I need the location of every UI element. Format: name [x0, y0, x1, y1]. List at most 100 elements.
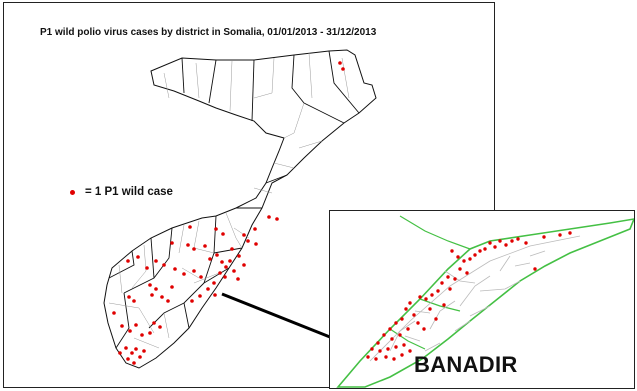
case-point	[398, 333, 402, 337]
case-point	[542, 235, 546, 239]
banadir-streets	[369, 235, 581, 362]
case-point	[394, 345, 398, 349]
case-point	[199, 275, 203, 279]
case-point	[236, 277, 240, 281]
case-point	[386, 347, 390, 351]
case-point	[510, 239, 514, 243]
case-point	[228, 259, 232, 263]
case-point	[142, 349, 146, 353]
case-point	[254, 242, 258, 246]
case-point	[374, 357, 378, 361]
case-point	[237, 254, 241, 258]
case-point	[148, 283, 152, 287]
case-point	[378, 349, 382, 353]
case-point	[215, 253, 219, 257]
banadir-map	[336, 215, 634, 388]
case-point	[120, 324, 124, 328]
case-point	[338, 61, 342, 65]
case-point	[458, 267, 462, 271]
case-point	[430, 293, 434, 297]
case-point	[182, 272, 186, 276]
case-point	[223, 275, 227, 279]
case-point	[203, 244, 207, 248]
case-point	[428, 307, 432, 311]
case-point	[390, 337, 394, 341]
case-point	[412, 313, 416, 317]
case-point	[568, 231, 572, 235]
case-point	[173, 267, 177, 271]
case-point	[220, 260, 224, 264]
case-point	[516, 237, 520, 241]
case-point	[214, 227, 218, 231]
case-point	[124, 346, 128, 350]
banadir-outline	[336, 218, 634, 388]
case-point	[126, 259, 130, 263]
case-point	[221, 232, 225, 236]
case-points	[112, 61, 345, 365]
map-title: P1 wild polio virus cases by district in…	[40, 27, 377, 38]
case-point	[206, 287, 210, 291]
case-point	[440, 281, 444, 285]
district-boundaries	[108, 52, 350, 349]
case-point	[158, 325, 162, 329]
case-point	[198, 294, 202, 298]
case-point	[341, 67, 345, 71]
case-point	[186, 243, 190, 247]
case-point	[376, 341, 380, 345]
case-point	[400, 317, 404, 321]
case-point	[148, 331, 152, 335]
case-point	[230, 247, 234, 251]
case-point	[118, 351, 122, 355]
case-point	[170, 285, 174, 289]
case-point	[388, 327, 392, 331]
case-point	[400, 353, 404, 357]
case-point	[404, 307, 408, 311]
case-point	[188, 225, 192, 229]
case-point	[160, 295, 164, 299]
case-point	[394, 321, 398, 325]
case-point	[267, 215, 271, 219]
case-point	[132, 299, 136, 303]
case-point	[408, 301, 412, 305]
case-point	[483, 247, 487, 251]
case-point	[436, 289, 440, 293]
case-point	[488, 241, 492, 245]
case-point	[213, 293, 217, 297]
case-point	[384, 355, 388, 359]
case-point	[190, 299, 194, 303]
case-point	[462, 259, 466, 263]
map-legend: = 1 P1 wild case	[70, 186, 173, 198]
case-point	[465, 271, 469, 275]
case-point	[246, 239, 250, 243]
case-point	[456, 255, 460, 259]
case-point	[418, 295, 422, 299]
case-point	[224, 265, 228, 269]
case-point	[138, 355, 142, 359]
case-point	[408, 349, 412, 353]
case-point	[473, 253, 477, 257]
case-point	[112, 311, 116, 315]
case-point	[422, 327, 426, 331]
case-point	[128, 329, 132, 333]
case-point	[208, 257, 212, 261]
case-point	[450, 249, 454, 253]
banadir-inset-panel: BANADIR	[329, 210, 635, 389]
case-point	[130, 351, 134, 355]
case-point	[126, 357, 130, 361]
case-marker-icon	[70, 189, 75, 195]
case-point	[478, 249, 482, 253]
case-point	[253, 227, 257, 231]
case-point	[154, 259, 158, 263]
case-point	[406, 327, 410, 331]
case-point	[192, 269, 196, 273]
inset-label: BANADIR	[414, 352, 518, 377]
case-point	[493, 245, 497, 249]
case-point	[134, 323, 138, 327]
banadir-case-points	[366, 231, 572, 361]
case-point	[382, 333, 386, 337]
case-point	[434, 317, 438, 321]
case-point	[468, 257, 472, 261]
case-point	[524, 241, 528, 245]
case-point	[558, 233, 562, 237]
case-point	[192, 247, 196, 251]
